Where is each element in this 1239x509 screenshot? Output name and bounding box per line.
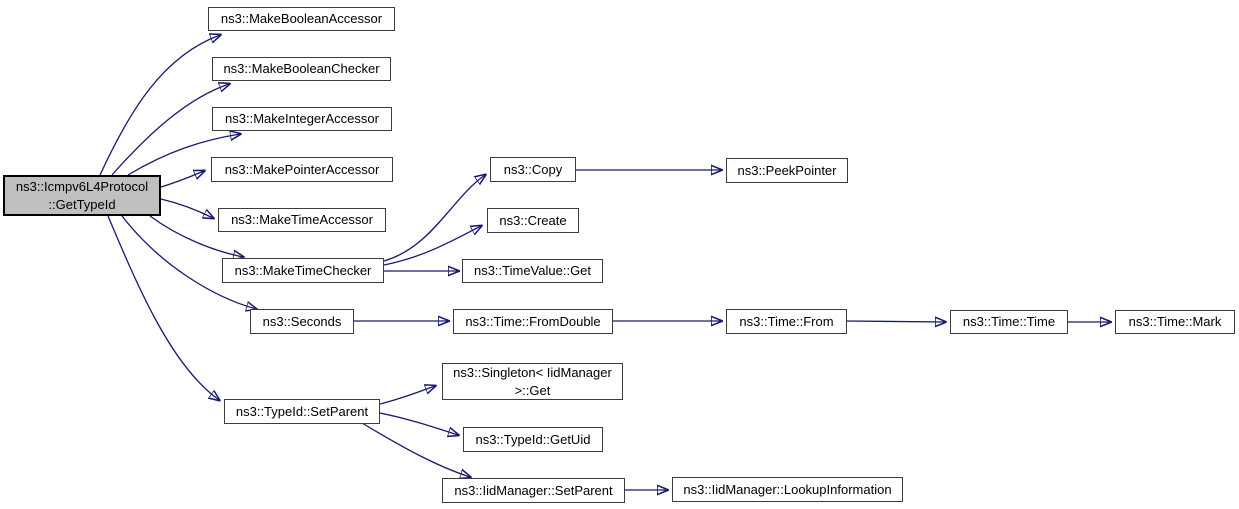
node-time-mark[interactable]: ns3::Time::Mark xyxy=(1115,310,1235,334)
node-time-from-double[interactable]: ns3::Time::FromDouble xyxy=(453,309,613,334)
node-icmpv6l4protocol-gettypeid: ns3::Icmpv6L4Protocol ::GetTypeId xyxy=(3,175,161,216)
node-create[interactable]: ns3::Create xyxy=(487,208,579,233)
node-iid-manager-set-parent[interactable]: ns3::IidManager::SetParent xyxy=(442,478,625,503)
node-make-boolean-accessor[interactable]: ns3::MakeBooleanAccessor xyxy=(208,7,395,31)
node-iid-manager-lookup-information[interactable]: ns3::IidManager::LookupInformation xyxy=(672,477,903,502)
node-make-pointer-accessor[interactable]: ns3::MakePointerAccessor xyxy=(211,157,393,182)
node-copy[interactable]: ns3::Copy xyxy=(490,157,576,182)
node-seconds[interactable]: ns3::Seconds xyxy=(250,309,354,334)
node-make-integer-accessor[interactable]: ns3::MakeIntegerAccessor xyxy=(212,107,392,131)
node-time-time[interactable]: ns3::Time::Time xyxy=(950,310,1068,334)
node-type-id-set-parent[interactable]: ns3::TypeId::SetParent xyxy=(224,399,380,424)
node-make-time-checker[interactable]: ns3::MakeTimeChecker xyxy=(222,258,384,283)
node-time-value-get[interactable]: ns3::TimeValue::Get xyxy=(462,259,603,283)
node-peek-pointer[interactable]: ns3::PeekPointer xyxy=(726,158,848,183)
node-singleton-iid-manager-get[interactable]: ns3::Singleton< IidManager >::Get xyxy=(442,363,623,400)
node-type-id-get-uid[interactable]: ns3::TypeId::GetUid xyxy=(463,427,603,452)
node-time-from[interactable]: ns3::Time::From xyxy=(726,309,847,334)
node-make-boolean-checker[interactable]: ns3::MakeBooleanChecker xyxy=(212,57,391,81)
node-make-time-accessor[interactable]: ns3::MakeTimeAccessor xyxy=(218,208,386,232)
